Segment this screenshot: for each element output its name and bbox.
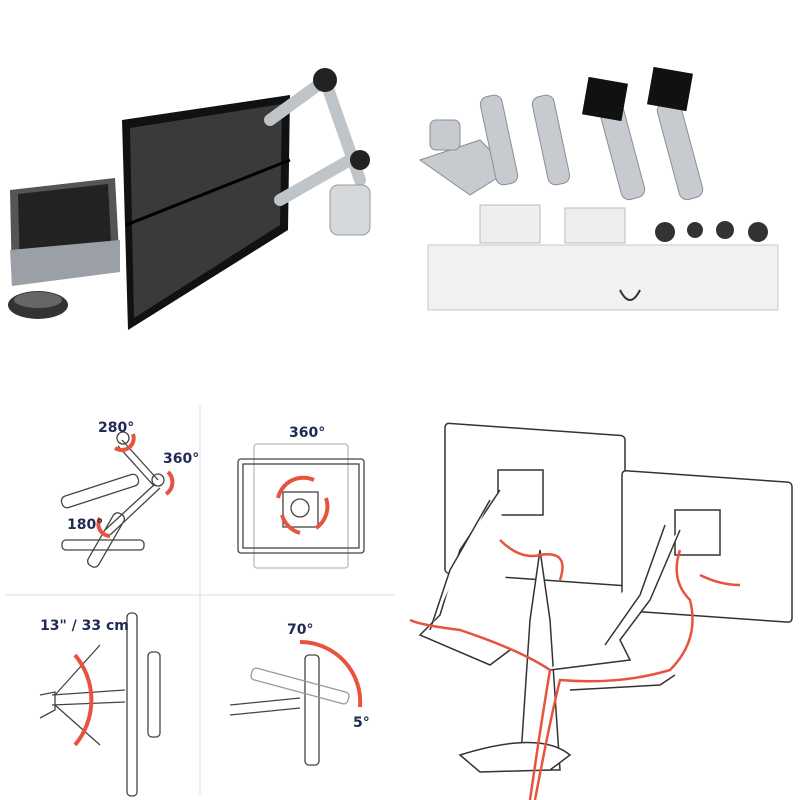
label-tilt-up: 70° — [287, 622, 314, 638]
arm-segment — [479, 94, 519, 186]
label-360-screen: 360° — [289, 425, 326, 441]
hardware-bag — [427, 244, 779, 311]
keyboard — [10, 178, 120, 286]
rotation-arrow-icon — [164, 470, 175, 496]
arm-segment — [531, 94, 571, 186]
rotation-arrow-icon — [113, 433, 136, 452]
rotation-arrow-icon — [276, 475, 330, 535]
label-tilt-down: 5° — [353, 715, 370, 731]
parts-kit-photo — [418, 66, 779, 311]
label-height-range: 13" / 33 cm — [40, 618, 129, 634]
cable-management-diagram — [409, 422, 793, 800]
label-280: 280° — [98, 420, 135, 436]
rotation-arrow-icon — [96, 517, 111, 538]
adjustment-diagrams — [5, 405, 395, 797]
dual-monitor-arm-photo — [8, 68, 371, 330]
tilt-arrow-icon — [299, 639, 363, 708]
vesa-plate — [582, 76, 628, 122]
vesa-plate — [647, 66, 693, 112]
arm-segment — [656, 99, 704, 201]
desk-clamp — [329, 184, 371, 236]
label-360-pivot: 360° — [163, 451, 200, 467]
label-180: 180° — [67, 517, 104, 533]
monitors — [122, 95, 291, 330]
height-arrow-icon — [73, 653, 94, 747]
